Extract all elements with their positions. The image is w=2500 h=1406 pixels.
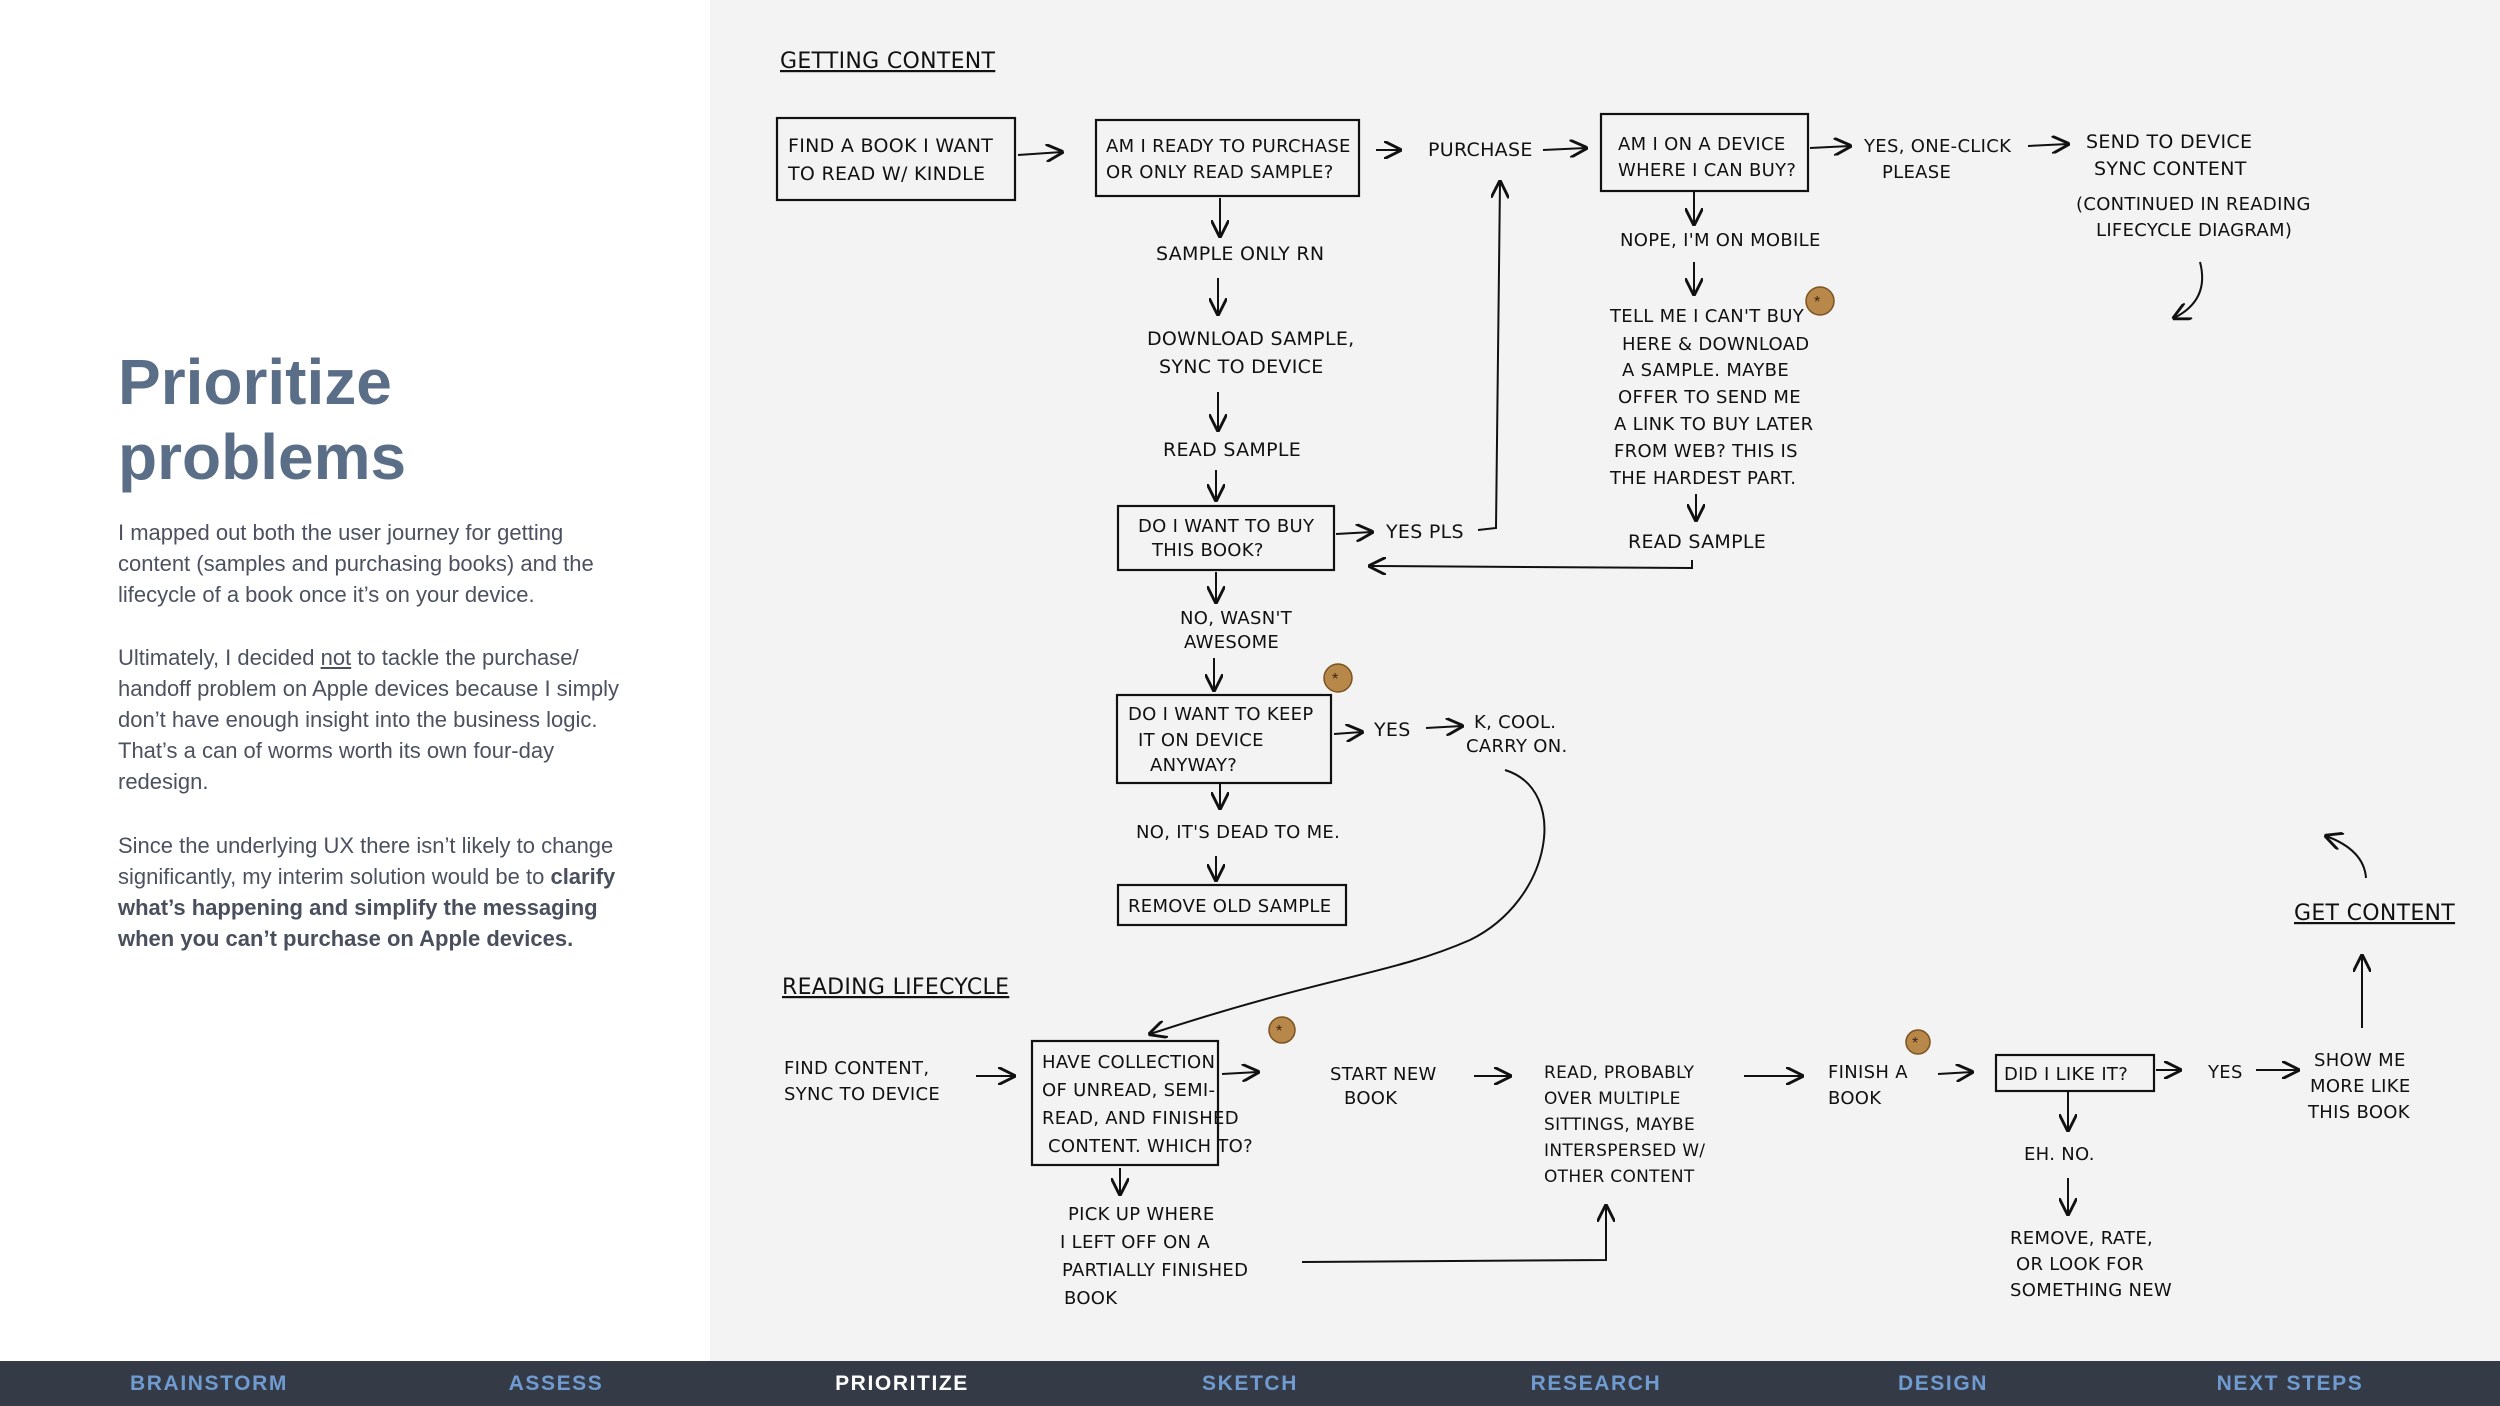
node-download-sample: DOWNLOAD SAMPLE, SYNC TO DEVICE [1147,328,1361,378]
node-am-i-on-device: AM I ON A DEVICE WHERE I CAN BUY? [1618,134,1796,181]
node-read-sample: READ SAMPLE [1163,439,1301,461]
box-find-book [775,116,1017,202]
node-read-sample-2: READ SAMPLE [1628,531,1766,553]
decision-paragraph: Ultimately, I decided not to tackle the … [118,642,638,797]
bottom-nav: BRAINSTORM ASSESS PRIORITIZE SKETCH RESE… [0,1361,2500,1406]
node-keep-on-device: DO I WANT TO KEEP IT ON DEVICE ANYWAY? [1128,704,1320,776]
heading-reading-lifecycle: READING LIFECYCLE [782,975,1009,1000]
node-no-wasnt: NO, WASN'T AWESOME [1180,608,1298,653]
node-show-me-more: SHOW ME MORE LIKE THIS BOOK [2307,1050,2417,1123]
node-want-to-buy: DO I WANT TO BUY THIS BOOK? [1138,516,1320,561]
solution-text-start: Since the underlying UX there isn’t like… [118,833,614,889]
node-finish-book: FINISH A BOOK [1828,1062,1914,1109]
box-am-i-on-device [1599,112,1810,193]
intro-paragraph: I mapped out both the user journey for g… [118,520,594,607]
box-remove-old [1116,883,1348,927]
node-yes-2: YES [2207,1062,2243,1083]
nav-item-sketch[interactable]: SKETCH [1202,1372,1298,1395]
nav-item-design[interactable]: DESIGN [1897,1372,1989,1395]
node-k-cool: K, COOL. CARRY ON. [1466,712,1568,757]
flow-diagram-svg: GETTING CONTENT FIND A BOOK I WANT TO RE… [775,49,2455,1309]
left-panel: Prioritize problems I mapped out both th… [0,0,710,1361]
decision-text-end: to tackle the purchase/ handoff problem … [118,645,620,794]
node-no-dead: NO, IT'S DEAD TO ME. [1136,822,1340,843]
emphasis-not: not [320,645,352,670]
node-tell-me: TELL ME I CAN'T BUY HERE & DOWNLOAD A SA… [1609,306,1819,489]
nav-item-research[interactable]: RESEARCH [1530,1372,1662,1395]
node-ready-to-purchase: AM I READY TO PURCHASE OR ONLY READ SAMP… [1106,136,1357,183]
solution-paragraph: Since the underlying UX there isn’t like… [118,830,638,954]
flow-diagram-image: GETTING CONTENT FIND A BOOK I WANT TO RE… [710,0,2500,1361]
svg-text:*: * [1912,1035,1918,1052]
node-continued-note: (CONTINUED IN READING LIFECYCLE DIAGRAM) [2076,194,2317,241]
node-yes-pls: YES PLS [1385,521,1464,543]
star-badge-4: * [1905,1029,1931,1055]
node-sample-only: SAMPLE ONLY RN [1156,243,1324,265]
page-title: Prioritize problems [118,346,407,493]
node-start-new: START NEW BOOK [1330,1064,1443,1109]
svg-text:*: * [1332,671,1338,688]
node-read-probably: READ, PROBABLY OVER MULTIPLE SITTINGS, M… [1544,1063,1711,1187]
svg-text:*: * [1276,1023,1282,1040]
node-get-content: GET CONTENT [2294,901,2455,926]
star-badge-3: * [1268,1016,1296,1044]
node-purchase: PURCHASE [1428,139,1533,161]
nav-item-prioritize[interactable]: PRIORITIZE [835,1372,969,1395]
node-remove-rate: REMOVE, RATE, OR LOOK FOR SOMETHING NEW [2010,1228,2172,1301]
heading-getting-content: GETTING CONTENT [780,49,996,74]
node-did-i-like: DID I LIKE IT? [2004,1064,2128,1085]
node-find-content: FIND CONTENT, SYNC TO DEVICE [784,1058,940,1105]
svg-text:*: * [1814,294,1820,311]
solution-highlight: clarify what’s happening and simplify th… [118,864,616,951]
box-have-collection [1030,1039,1220,1167]
nav-item-assess[interactable]: ASSESS [508,1372,604,1395]
star-badge-2: * [1323,663,1353,693]
star-badge-1: * [1805,286,1835,316]
node-nope-mobile: NOPE, I'M ON MOBILE [1620,230,1821,251]
node-yes-one-click: YES, ONE-CLICK PLEASE [1863,136,2017,183]
box-keep-on-device [1115,693,1333,785]
node-send-to-device: SEND TO DEVICE SYNC CONTENT [2086,131,2259,180]
box-ready-to-purchase [1094,118,1361,198]
node-have-collection: HAVE COLLECTION OF UNREAD, SEMI- READ, A… [1042,1052,1253,1157]
node-pick-up: PICK UP WHERE I LEFT OFF ON A PARTIALLY … [1060,1204,1254,1309]
node-remove-old: REMOVE OLD SAMPLE [1128,896,1331,917]
nav-item-next-steps[interactable]: NEXT STEPS [2216,1372,2364,1395]
node-find-book: FIND A BOOK I WANT TO READ W/ KINDLE [787,135,1000,185]
node-eh-no: EH. NO. [2024,1144,2095,1165]
box-did-i-like [1994,1053,2156,1093]
decision-text-start: Ultimately, I decided [118,645,321,670]
box-want-to-buy [1116,504,1336,572]
nav-item-brainstorm[interactable]: BRAINSTORM [130,1372,288,1395]
node-yes: YES [1373,719,1411,741]
